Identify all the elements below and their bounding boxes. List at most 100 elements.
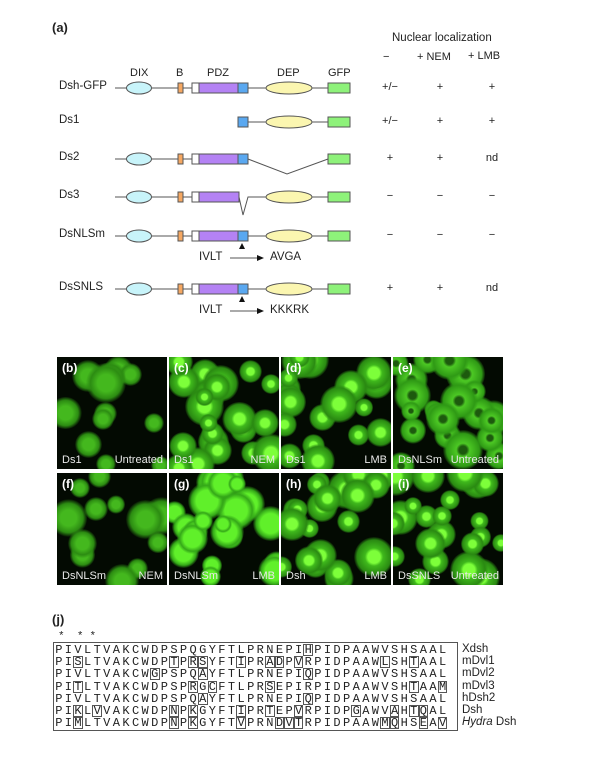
cell bbox=[251, 433, 279, 469]
residue: W bbox=[371, 667, 379, 682]
residue: R bbox=[304, 655, 312, 670]
residue: Y bbox=[208, 691, 216, 706]
residue: I bbox=[323, 667, 332, 682]
construct-label: Ds1 bbox=[286, 454, 306, 466]
residue: S bbox=[170, 679, 178, 694]
residue: R bbox=[304, 704, 312, 718]
residue: Q bbox=[189, 643, 197, 657]
cell bbox=[169, 357, 193, 377]
nls-box bbox=[237, 82, 249, 94]
cell bbox=[301, 444, 336, 469]
cell bbox=[147, 531, 167, 554]
residue: A bbox=[352, 691, 360, 706]
cell bbox=[143, 413, 164, 433]
panel-label: (e) bbox=[398, 361, 413, 375]
localization-lmb: − bbox=[488, 190, 496, 202]
treatment-label: Untreated bbox=[450, 454, 499, 466]
residue: P bbox=[285, 655, 293, 670]
residue: A bbox=[352, 667, 360, 682]
residue: W bbox=[371, 691, 379, 706]
residue: I bbox=[295, 691, 303, 706]
dep-label: DEP bbox=[277, 67, 300, 79]
residue: I bbox=[323, 679, 332, 694]
deletion-line bbox=[238, 196, 266, 216]
residue: I bbox=[295, 643, 303, 657]
gfp-tag bbox=[327, 283, 351, 295]
residue: W bbox=[141, 655, 149, 670]
residue: H bbox=[400, 679, 408, 694]
residue: V bbox=[103, 704, 111, 718]
construct-name: Ds2 bbox=[59, 151, 80, 163]
residue: S bbox=[390, 667, 399, 682]
cell bbox=[393, 546, 405, 568]
residue: I bbox=[323, 643, 332, 657]
gfp-tag bbox=[327, 191, 351, 203]
residue: N bbox=[266, 643, 274, 657]
cell bbox=[86, 363, 126, 403]
residue: P bbox=[160, 655, 168, 670]
cell bbox=[399, 417, 427, 444]
residue: C bbox=[131, 667, 140, 682]
cell bbox=[281, 367, 299, 388]
sequence-name: Xdsh bbox=[462, 643, 489, 655]
dix-label: DIX bbox=[130, 67, 149, 79]
residue: A bbox=[429, 716, 437, 731]
residue: V bbox=[236, 716, 246, 731]
cell bbox=[393, 452, 416, 469]
residue: Q bbox=[418, 704, 429, 718]
residue: H bbox=[400, 691, 408, 706]
localization-nem: + bbox=[436, 152, 444, 164]
residue: I bbox=[323, 655, 332, 670]
residue: S bbox=[170, 643, 178, 657]
construct-label: Ds1 bbox=[174, 454, 194, 466]
mutation-site-arrowhead bbox=[239, 296, 245, 302]
pdz-label: PDZ bbox=[207, 67, 229, 79]
b-domain bbox=[177, 191, 184, 203]
residue: P bbox=[247, 691, 255, 706]
residue: N bbox=[169, 704, 179, 718]
residue: W bbox=[371, 704, 379, 718]
residue: L bbox=[237, 643, 245, 657]
residue: P bbox=[247, 655, 255, 670]
residue: R bbox=[188, 679, 198, 694]
residue: V bbox=[74, 667, 82, 682]
cell bbox=[88, 473, 112, 489]
residue: A bbox=[362, 691, 370, 706]
residue: S bbox=[410, 691, 418, 706]
residue: C bbox=[207, 679, 218, 694]
sequence-name: Hydra Dsh bbox=[462, 716, 516, 728]
residue: V bbox=[103, 643, 111, 657]
residue: L bbox=[83, 704, 92, 718]
residue: P bbox=[314, 655, 322, 670]
mutation-replacement: AVGA bbox=[270, 251, 302, 263]
pdz-domain bbox=[198, 230, 239, 242]
panel-label: (g) bbox=[174, 477, 190, 491]
linker-box bbox=[191, 230, 200, 242]
treatment-label: NEM bbox=[138, 570, 163, 582]
residue: T bbox=[227, 679, 236, 694]
cell bbox=[258, 554, 279, 585]
residue: Y bbox=[208, 716, 216, 731]
residue: P bbox=[55, 716, 63, 731]
pdz-domain bbox=[198, 82, 239, 94]
residue: T bbox=[93, 716, 101, 731]
construct-label: Dsh bbox=[286, 570, 306, 582]
cell bbox=[407, 567, 432, 585]
cell bbox=[430, 357, 470, 381]
residue: I bbox=[323, 704, 332, 718]
residue: L bbox=[438, 667, 447, 682]
residue: D bbox=[333, 667, 341, 682]
residue: D bbox=[333, 679, 341, 694]
residue: T bbox=[293, 716, 304, 731]
cell bbox=[222, 401, 257, 437]
residue: I bbox=[295, 667, 303, 682]
residue: A bbox=[362, 679, 370, 694]
residue: K bbox=[122, 655, 130, 670]
panel-label: (h) bbox=[286, 477, 302, 491]
residue: W bbox=[141, 716, 149, 731]
cell bbox=[288, 357, 310, 368]
residue: L bbox=[438, 643, 447, 657]
residue: P bbox=[343, 667, 351, 682]
